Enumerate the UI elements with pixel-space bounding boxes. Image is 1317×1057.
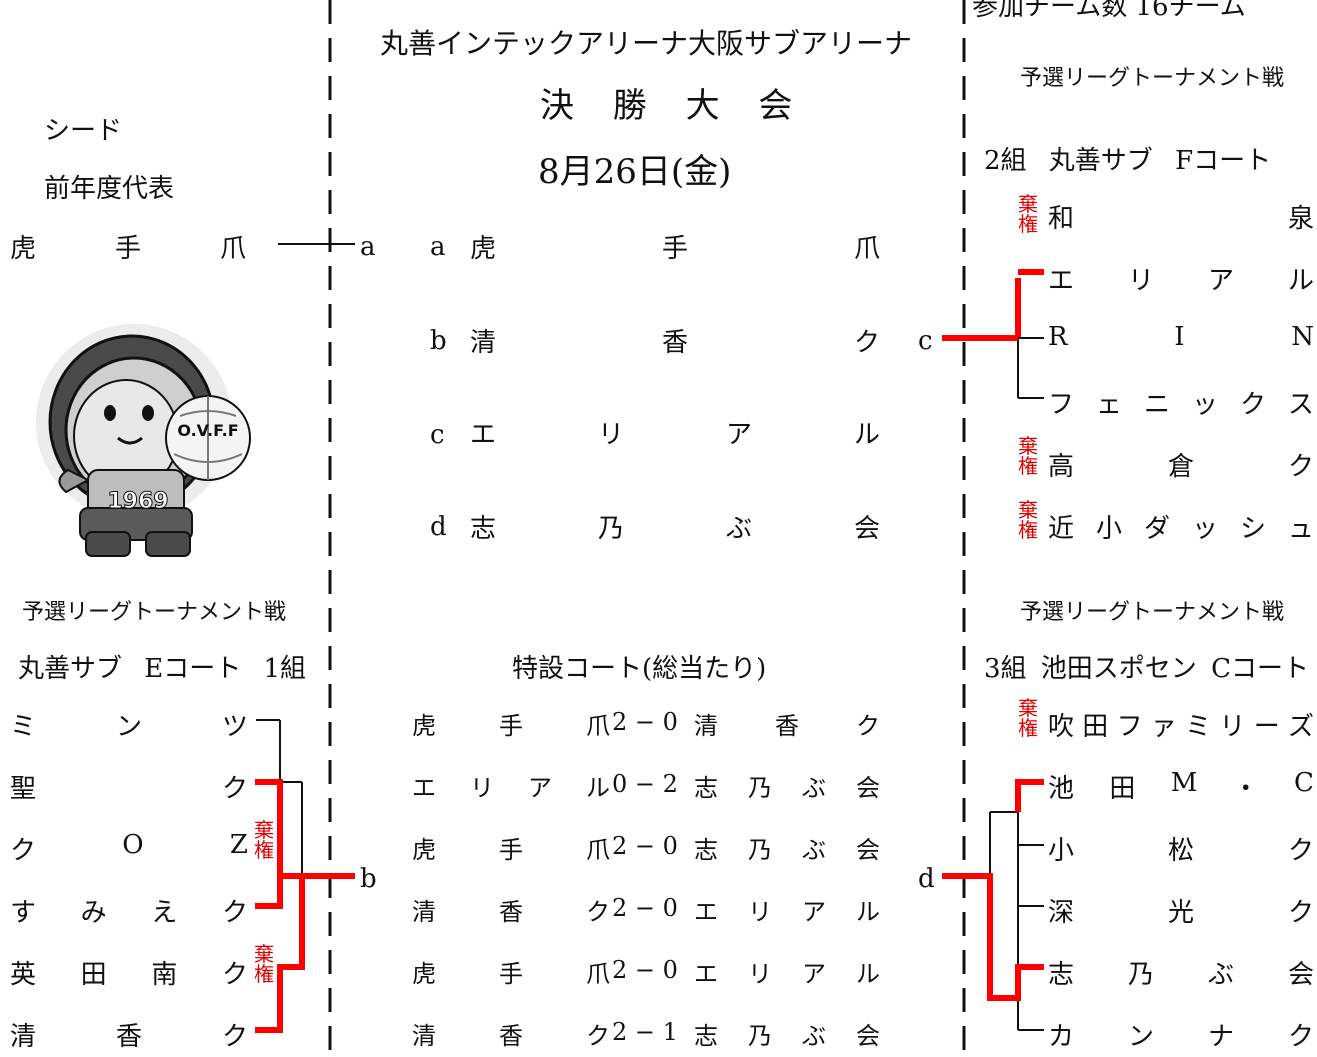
group3-team: 志乃ぶ会 <box>1048 960 1314 990</box>
slot-label-c: c <box>918 326 933 356</box>
group1-bracket <box>255 719 355 1033</box>
participants-count: 参加チーム数 16チーム <box>972 0 1246 22</box>
match-home: 虎手爪 <box>412 960 610 988</box>
match-score: 2 − 1 <box>612 1018 678 1046</box>
group2-team: フェニックス <box>1048 390 1314 420</box>
group2-team: 近小ダッシュ <box>1048 514 1314 544</box>
match-away: 志乃ぶ会 <box>694 1022 880 1050</box>
forfeit-mark: 棄権 <box>1018 498 1038 542</box>
mascot-logo: O.V.F.F 1969 <box>36 324 251 557</box>
group3-team: カンナク <box>1048 1022 1314 1052</box>
match-home: 虎手爪 <box>412 712 610 740</box>
match-score: 2 − 0 <box>612 832 678 860</box>
group3-subtitle: 3組 池田スポセン Cコート <box>984 654 1309 684</box>
event-title: 決 勝 大 会 <box>540 86 807 126</box>
forfeit-mark: 棄権 <box>1018 696 1038 740</box>
finals-team-c: エリアル <box>470 420 880 450</box>
slot-label-b: b <box>360 864 377 894</box>
slot-label-d: d <box>918 864 935 894</box>
group2-title: 予選リーグトーナメント戦 <box>1020 66 1285 91</box>
match-score: 2 − 0 <box>612 894 678 922</box>
match-away: エリアル <box>694 960 880 988</box>
forfeit-mark: 棄権 <box>1018 192 1038 236</box>
group3-team: 深光ク <box>1048 898 1314 928</box>
finals-team-a: 虎手爪 <box>470 234 880 264</box>
match-home: 清香ク <box>412 1022 610 1050</box>
group2-bracket <box>942 269 1044 399</box>
finals-key-d: d <box>430 512 447 542</box>
finals-key-c: c <box>430 420 445 450</box>
forfeit-mark: 棄権 <box>1018 434 1038 478</box>
match-score: 0 − 2 <box>612 770 678 798</box>
group2-subtitle: 2組 丸善サブ Fコート <box>984 146 1272 176</box>
group1-team: ミンツ <box>10 712 248 742</box>
group3-team: 小松ク <box>1048 836 1314 866</box>
match-away: エリアル <box>694 898 880 926</box>
slot-label-a: a <box>360 232 376 262</box>
group2-team: 和泉 <box>1048 204 1314 234</box>
match-score: 2 − 0 <box>612 956 678 984</box>
finals-key-b: b <box>430 326 447 356</box>
group2-team: エリアル <box>1048 266 1314 296</box>
group3-bracket <box>942 779 1044 1031</box>
match-away: 清香ク <box>694 712 880 740</box>
match-away: 志乃ぶ会 <box>694 836 880 864</box>
forfeit-mark: 棄権 <box>254 818 274 862</box>
special-court-title: 特設コート(総当たり) <box>512 654 767 684</box>
match-home: エリアル <box>412 774 610 802</box>
group1-team: 英田南ク <box>10 960 248 990</box>
match-home: 清香ク <box>412 898 610 926</box>
group3-title: 予選リーグトーナメント戦 <box>1020 600 1285 625</box>
match-score: 2 − 0 <box>612 708 678 736</box>
finals-team-b: 清香ク <box>470 328 880 358</box>
forfeit-mark: 棄権 <box>254 942 274 986</box>
seed-team: 虎手爪 <box>10 234 246 264</box>
match-away: 志乃ぶ会 <box>694 774 880 802</box>
group1-title: 予選リーグトーナメント戦 <box>22 600 287 625</box>
venue-title: 丸善インテックアリーナ大阪サブアリーナ <box>380 27 913 60</box>
group1-team: 聖ク <box>10 774 248 804</box>
event-date: 8月26日(金) <box>538 152 732 192</box>
finals-team-d: 志乃ぶ会 <box>470 514 880 544</box>
group3-team: 吹田ファミリーズ <box>1048 712 1314 742</box>
finals-key-a: a <box>430 232 446 262</box>
ball-text: O.V.F.F <box>177 421 238 440</box>
group2-team: 高倉ク <box>1048 452 1314 482</box>
seed-sublabel: 前年度代表 <box>44 174 175 204</box>
match-home: 虎手爪 <box>412 836 610 864</box>
seed-label: シード <box>44 116 123 146</box>
group1-team: 清香ク <box>10 1022 248 1052</box>
shirt-text: 1969 <box>107 489 168 514</box>
group1-team: すみえク <box>10 898 248 928</box>
group1-subtitle: 丸善サブ Eコート 1組 <box>18 654 307 684</box>
